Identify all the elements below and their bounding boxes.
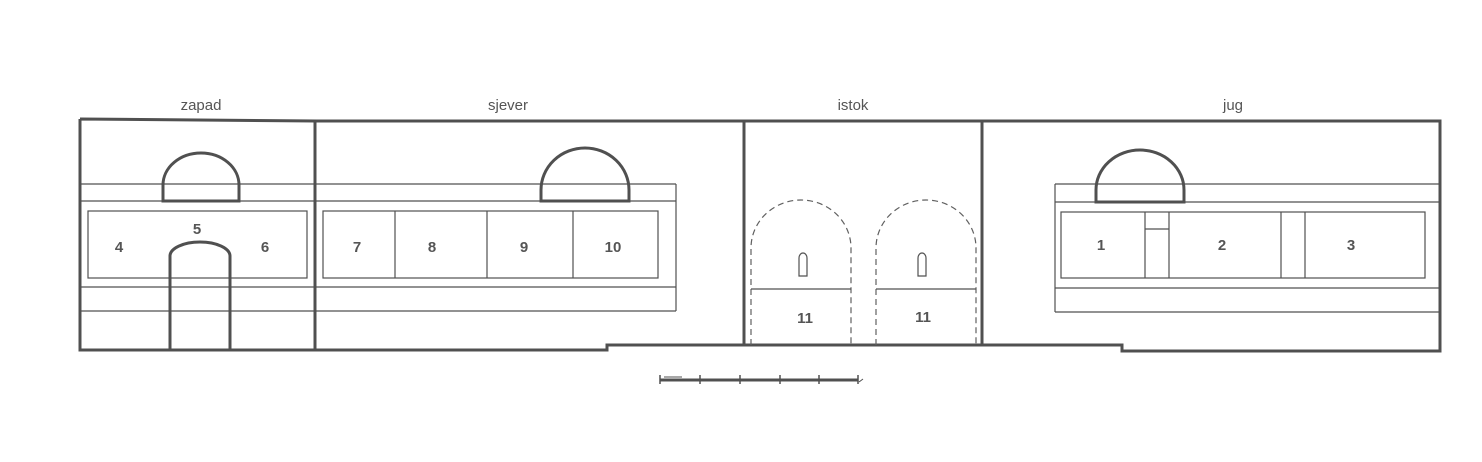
north-wall: 7 8 9 10 xyxy=(315,119,746,352)
east-slit-right xyxy=(917,252,927,277)
west-panel-frame xyxy=(87,210,308,279)
panel-9-label: 9 xyxy=(520,239,528,256)
wall-label-north: sjever xyxy=(488,97,528,114)
east-slit-left xyxy=(798,252,808,277)
panel-4-label: 4 xyxy=(115,239,124,256)
east-wall: 11 11 xyxy=(744,119,984,347)
east-window-left xyxy=(750,199,852,345)
east-wall-outline xyxy=(744,119,984,347)
west-doorway xyxy=(168,240,232,350)
west-lunette xyxy=(161,151,241,203)
north-lunette xyxy=(539,146,631,203)
west-wall: 4 5 6 xyxy=(78,117,317,352)
panel-2-label: 2 xyxy=(1218,237,1226,254)
panel-3-label: 3 xyxy=(1347,237,1355,254)
south-lunette xyxy=(1094,148,1186,204)
panel-11b-label: 11 xyxy=(915,309,931,326)
north-panel-frame xyxy=(322,210,659,279)
panel-6-label: 6 xyxy=(261,239,269,256)
east-window-right xyxy=(875,199,977,345)
panel-10-label: 10 xyxy=(605,239,622,256)
south-wall-outline xyxy=(982,119,1442,353)
wall-label-east: istok xyxy=(838,97,869,114)
south-wall: 1 2 3 xyxy=(982,119,1442,353)
north-wall-outline xyxy=(315,119,746,352)
wall-label-west: zapad xyxy=(181,97,222,114)
scale-bar xyxy=(659,375,864,384)
south-panel-frame xyxy=(1060,211,1426,279)
panel-7-label: 7 xyxy=(353,239,361,256)
panel-11a-label: 11 xyxy=(797,310,813,327)
wall-label-south: jug xyxy=(1222,97,1243,114)
panel-8-label: 8 xyxy=(428,239,436,256)
panel-5-label: 5 xyxy=(193,221,201,238)
panel-1-label: 1 xyxy=(1097,237,1105,254)
